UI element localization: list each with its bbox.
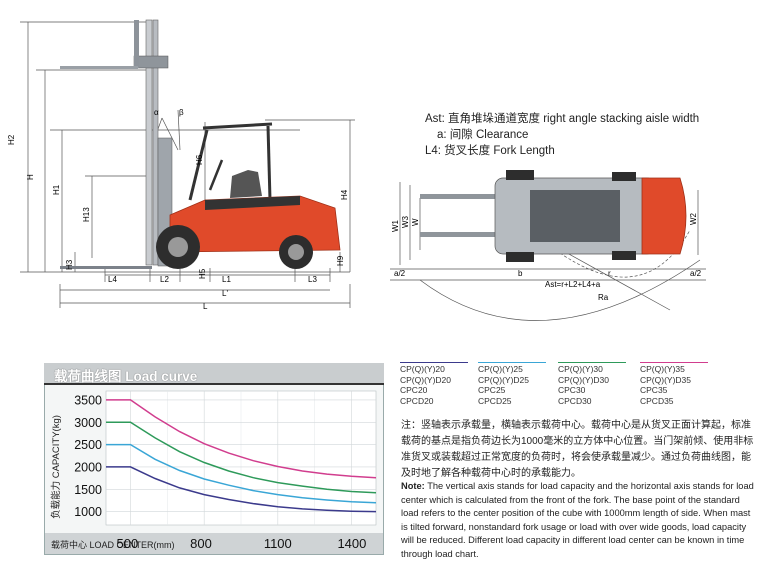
forklift-top-view-drawing: W1 W3 W W2 a/2 b r a/2 Ast=r+L2+L4+a Ra (390, 170, 706, 321)
series-line (106, 443, 377, 504)
y-tick-label: 3000 (74, 416, 102, 430)
series-name-line: CPC35 (640, 385, 668, 396)
load-curve-chart: 1000 1500 2000 2500 3000 3500 (74, 390, 377, 526)
dim-h: H (26, 174, 35, 180)
dim-beta: β (179, 108, 184, 117)
top-fork-upper (420, 194, 500, 199)
series-color-bar (558, 362, 626, 364)
dim-h9: H9 (336, 255, 345, 266)
series-color-bar (478, 362, 546, 364)
dim-h4: H4 (340, 189, 349, 200)
front-wheel (156, 225, 200, 269)
legend-ast: Ast: 直角堆垛通道宽度 right angle stacking aisle… (425, 113, 700, 125)
truck-hood (205, 196, 300, 210)
y-axis-label-holder: 负载能力 CAPACITY(kg) (46, 415, 66, 519)
dim-ra: Ra (598, 293, 609, 302)
dim-l3: L3 (308, 275, 317, 284)
dim-l4: L4 (108, 275, 117, 284)
x-tick-label: 500 (116, 536, 139, 551)
y-axis-label: 负载能力 CAPACITY(kg) (51, 415, 62, 519)
top-counterweight (641, 177, 687, 255)
series-name-line: CP(Q)(Y)35 (640, 364, 685, 375)
rear-wheel (279, 235, 313, 269)
dim-h2: H2 (7, 134, 16, 145)
y-tick-label: 2500 (74, 438, 102, 452)
note-chinese: 注：竖轴表示承载量，横轴表示载荷中心。载荷中心是从货叉正面计算起，标准载荷的基点… (401, 420, 754, 479)
note-english: Note: The vertical axis stands for load … (401, 480, 757, 561)
series-name-line: CP(Q)(Y)20 (400, 364, 445, 375)
x-tick-label: 1100 (263, 536, 292, 551)
top-fork-lower (420, 232, 500, 237)
extended-mast (60, 19, 169, 266)
x-tick-label: 1400 (337, 536, 367, 551)
legend-a: a: 间隙 Clearance (437, 129, 529, 141)
load-curve-title-bar: 载荷曲线图 Load curve (44, 363, 384, 385)
series-name-line: CP(Q)(Y)D25 (478, 374, 530, 385)
x-tick-label: 800 (190, 536, 212, 551)
series-line (106, 421, 377, 494)
y-tick-label: 1000 (74, 505, 102, 519)
series-name-line: CP(Q)(Y)D35 (640, 374, 692, 385)
series-line (106, 466, 377, 513)
top-seat-area (530, 190, 620, 242)
dim-l1: L1 (222, 275, 231, 284)
y-tick-label: 3500 (74, 393, 102, 407)
load-curve-title: 载荷曲线图 Load curve (54, 369, 198, 384)
y-tick-label: 1500 (74, 483, 102, 497)
forklift-side-view-drawing: H2 H H1 H13 H3 H6 H4 H5 H9 α β L4 L2 L1 … (7, 19, 355, 311)
dim-l: L (203, 302, 208, 311)
series-name-line: CP(Q)(Y)D20 (400, 374, 452, 385)
seat (230, 170, 262, 198)
lowered-fork (60, 266, 152, 269)
series-name-line: CPCD30 (558, 395, 592, 406)
dim-l2: L2 (160, 275, 169, 284)
legend-l4: L4: 货叉长度 Fork Length (425, 145, 555, 157)
dim-r: r (608, 269, 611, 278)
note-label: Note: (401, 481, 425, 491)
dim-a2-left: a/2 (394, 269, 406, 278)
load-center-axis-band: 载荷中心 LOAD CENTER(mm) 500 800 1100 1400 (45, 533, 383, 554)
dim-ast-formula: Ast=r+L2+L4+a (545, 280, 601, 289)
series-name-line: CP(Q)(Y)25 (478, 364, 523, 375)
dim-a2-right: a/2 (690, 269, 702, 278)
dim-w1: W1 (391, 219, 400, 232)
dim-alpha: α (154, 108, 159, 117)
series-name-line: CP(Q)(Y)D30 (558, 374, 610, 385)
series-name-line: CPCD35 (640, 395, 674, 406)
series-name-line: CPCD25 (478, 395, 512, 406)
series-color-bar (400, 362, 468, 364)
dim-w2: W2 (689, 212, 698, 225)
series-name-line: CPC20 (400, 385, 428, 396)
series-name-line: CPCD20 (400, 395, 434, 406)
dim-h5: H5 (198, 268, 207, 279)
dim-h13: H13 (82, 207, 91, 222)
dim-h1: H1 (52, 184, 61, 195)
series-color-bar (640, 362, 708, 364)
series-name-line: CPC25 (478, 385, 506, 396)
overhead-guard (188, 122, 273, 201)
dim-w3: W3 (401, 215, 410, 228)
dimension-legend: Ast: 直角堆垛通道宽度 right angle stacking aisle… (425, 110, 765, 160)
y-tick-label: 2000 (74, 460, 102, 474)
series-name-line: CP(Q)(Y)30 (558, 364, 603, 375)
series-name-line: CPC30 (558, 385, 586, 396)
x-axis-label: 载荷中心 LOAD CENTER(mm) (51, 540, 175, 550)
dim-lprime: L' (222, 289, 228, 298)
dim-w: W (411, 218, 420, 226)
note-english-text: The vertical axis stands for load capaci… (401, 481, 754, 559)
dim-h3: H3 (65, 259, 74, 270)
series-line (106, 399, 377, 479)
dim-b: b (518, 269, 523, 278)
dim-h6: H6 (195, 154, 204, 165)
